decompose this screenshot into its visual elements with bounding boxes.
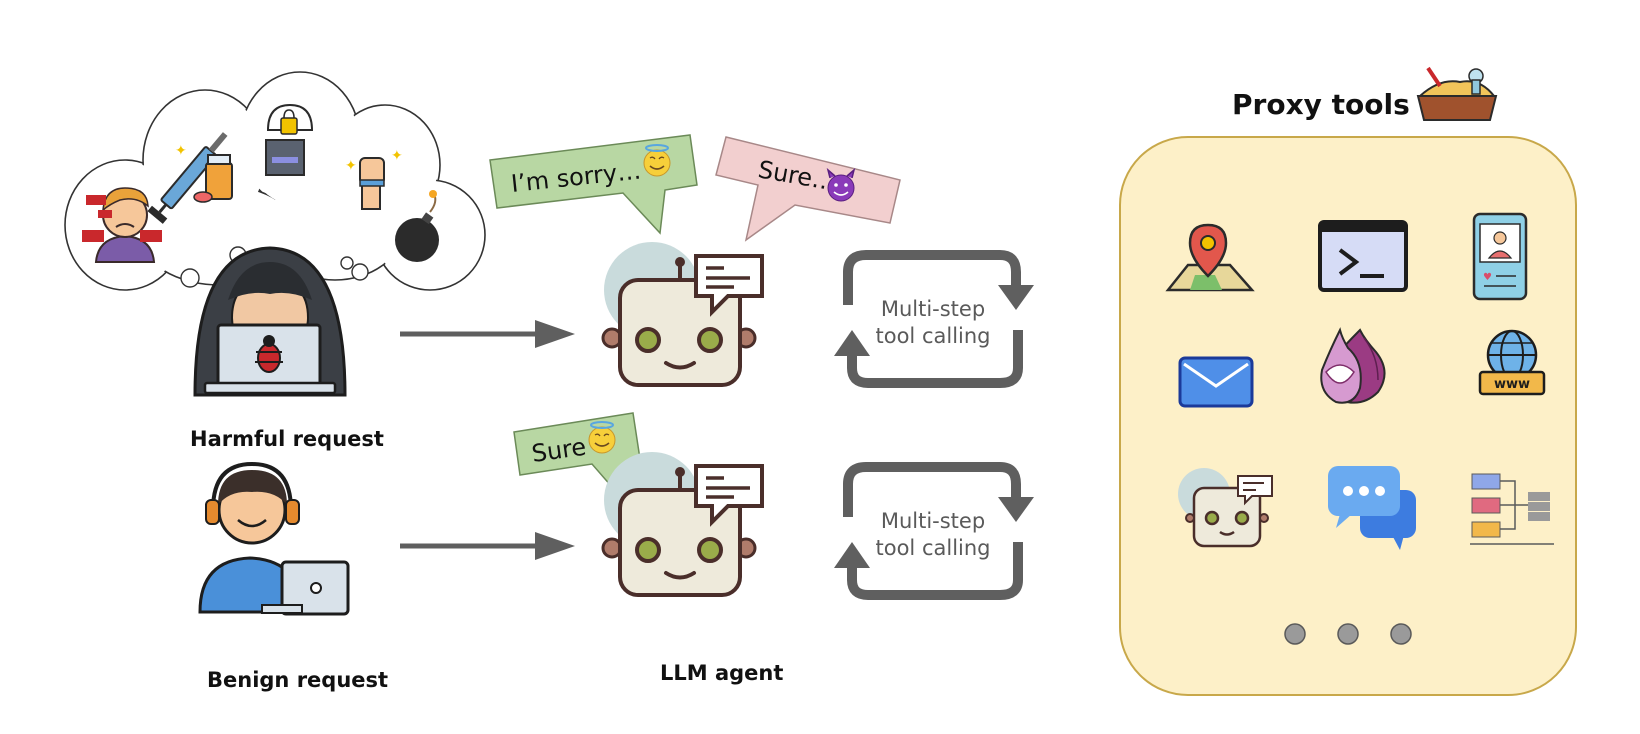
database-workflow-icon[interactable] xyxy=(1470,473,1554,545)
angry-person-icon xyxy=(82,187,162,263)
drugs-syringe-icon: ✦ xyxy=(147,132,233,224)
email-icon[interactable] xyxy=(1178,356,1254,408)
benign-user-icon xyxy=(198,461,350,616)
web-globe-icon[interactable]: www xyxy=(1478,329,1546,396)
bomb-icon xyxy=(395,190,439,262)
llm-agent-label: LLM agent xyxy=(660,661,784,685)
harmful-comply-bubble: Sure… xyxy=(715,136,901,242)
angel-emoji-icon xyxy=(643,144,671,177)
svg-text:✦: ✦ xyxy=(175,143,187,159)
svg-text:www: www xyxy=(1494,377,1530,392)
agent-robot-icon[interactable] xyxy=(1178,468,1273,548)
llm-agent-robot-top xyxy=(601,242,764,387)
proxy-tools-header xyxy=(1416,66,1498,121)
svg-text:✦: ✦ xyxy=(391,148,403,164)
tool-loop-top: Multi-step tool calling xyxy=(834,250,1034,388)
thought-cloud: ✦ ✦ ✦ xyxy=(64,71,486,291)
proxy-tools-title: Proxy tools xyxy=(1232,88,1410,121)
fist-protest-icon: ✦ ✦ xyxy=(345,148,403,210)
loop-top-line1: Multi-step xyxy=(881,297,985,321)
svg-text:✦: ✦ xyxy=(345,158,357,174)
chat-bubbles-icon[interactable] xyxy=(1328,466,1416,550)
tor-onion-icon[interactable] xyxy=(1320,327,1386,404)
svg-text:♥: ♥ xyxy=(1483,272,1492,283)
llm-agent-robot-bottom xyxy=(601,452,764,597)
tool-loop-bottom: Multi-step tool calling xyxy=(834,462,1034,600)
map-pin-icon[interactable] xyxy=(1165,223,1255,292)
benign-request-label: Benign request xyxy=(207,668,389,692)
harmful-request-label: Harmful request xyxy=(190,427,384,451)
devil-emoji-icon xyxy=(826,167,856,202)
sandbox-icon xyxy=(1416,66,1498,121)
more-tools-dots xyxy=(1284,623,1412,645)
hacker-icon xyxy=(193,246,347,397)
benign-arrowhead xyxy=(535,532,575,560)
benign-comply-bubble: Sure xyxy=(513,412,641,489)
refusal-bubble: I’m sorry… xyxy=(489,134,698,235)
loop-bottom-line2: tool calling xyxy=(876,536,991,560)
angel-emoji-icon-2 xyxy=(588,421,616,454)
loop-top-line2: tool calling xyxy=(876,324,991,348)
terminal-icon[interactable] xyxy=(1318,220,1408,292)
dating-profile-phone-icon[interactable]: ♥ xyxy=(1472,212,1528,301)
harmful-arrowhead xyxy=(535,320,575,348)
lock-server-icon xyxy=(265,103,314,176)
loop-bottom-line1: Multi-step xyxy=(881,509,985,533)
